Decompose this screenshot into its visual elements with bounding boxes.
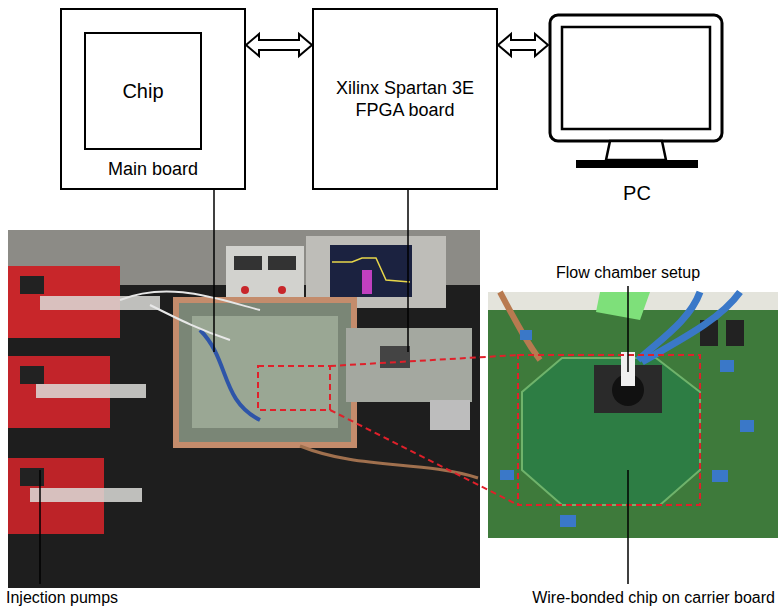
pcb <box>488 292 778 538</box>
syringe <box>40 296 160 310</box>
monitor-stand <box>606 141 666 160</box>
component <box>712 470 728 482</box>
leader-line <box>39 470 41 584</box>
cable <box>300 446 478 478</box>
scope-screen <box>330 245 412 297</box>
chip-box: Chip <box>84 32 202 150</box>
fpga-cable <box>430 400 470 430</box>
fpga-chip <box>380 346 410 368</box>
closeup-photo <box>488 292 778 538</box>
board-box: Main board Chip <box>60 8 246 190</box>
zoom-box <box>518 355 700 505</box>
pc-monitor: PC <box>548 12 726 208</box>
supply-terminal <box>241 286 249 294</box>
monitor-base <box>576 160 698 168</box>
monitor-screen <box>562 27 710 129</box>
supply-display <box>234 256 262 270</box>
scope-trace <box>362 270 372 294</box>
double-arrow <box>246 34 312 56</box>
zoom-box <box>258 366 330 410</box>
node-caption: PC <box>623 181 651 206</box>
tube <box>150 305 230 340</box>
callout-label: Wire-bonded chip on carrier board <box>530 588 777 607</box>
pump-knob <box>20 366 44 384</box>
callout-label: Flow chamber setup <box>554 263 702 282</box>
zoom-line <box>330 410 518 505</box>
monitor-frame <box>550 15 722 141</box>
double-arrow <box>498 34 548 56</box>
cable <box>120 291 260 310</box>
zoom-line <box>330 355 518 366</box>
component <box>560 515 576 527</box>
photo-background <box>8 230 480 588</box>
fpga-board-photo <box>346 328 472 402</box>
component <box>740 420 754 432</box>
lab-photo <box>8 230 480 588</box>
power-supply <box>226 246 304 304</box>
node-label: Chip <box>122 79 163 104</box>
tube <box>642 292 740 362</box>
callout-label: Injection pumps <box>4 588 120 607</box>
carrier-board <box>522 358 700 505</box>
tape <box>596 292 650 320</box>
fpga-box: Xilinx Spartan 3E FPGA board <box>312 8 498 190</box>
syringe <box>30 488 142 502</box>
node-label: Xilinx Spartan 3E FPGA board <box>325 77 485 122</box>
component <box>500 470 514 480</box>
syringe <box>36 384 146 398</box>
leader-line <box>627 470 629 584</box>
coax-cable <box>500 292 540 360</box>
component <box>720 360 734 372</box>
node-label: Main board <box>108 158 198 181</box>
shield-box <box>176 300 354 445</box>
connector <box>726 320 744 346</box>
supply-display <box>268 256 296 270</box>
leader-line <box>407 190 409 352</box>
leader-line <box>627 286 629 372</box>
leader-line <box>213 190 215 352</box>
supply-terminal <box>278 286 286 294</box>
tube <box>200 330 260 420</box>
monitor-icon <box>548 12 726 208</box>
pump-knob <box>20 276 44 294</box>
component <box>520 330 532 340</box>
